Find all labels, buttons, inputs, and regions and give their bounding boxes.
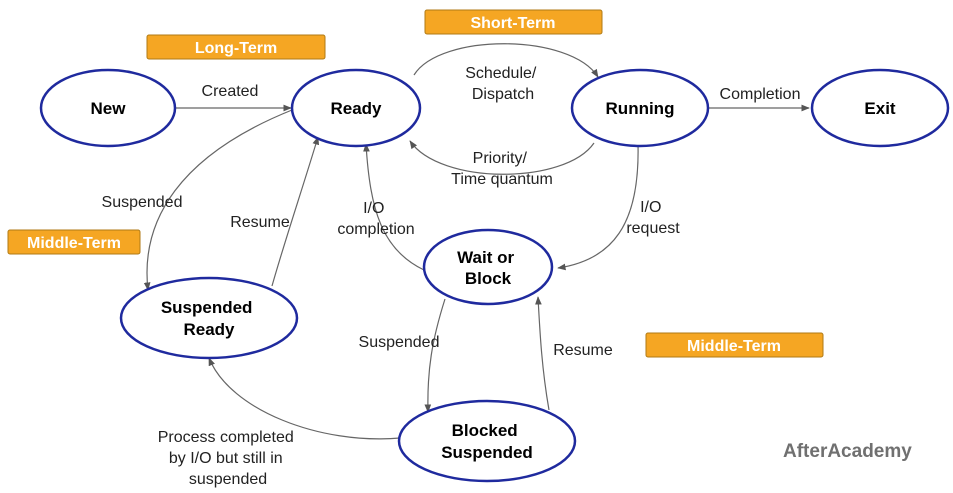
label-created: Created [202,83,259,100]
node-new-shape [39,68,177,148]
node-exit-label: Exit [864,99,896,118]
node-ready-label: Ready [330,99,382,118]
tag-short-term-label: Short-Term [470,15,555,32]
node-new-label: New [91,99,127,118]
tag-middle-term-left-box [7,229,141,255]
tag-middle-term-right: Middle-Term [645,332,824,358]
node-suspended-ready: Suspended Ready [119,276,299,360]
node-blocked-suspended: Blocked Suspended [397,399,577,483]
edge-schedule-dispatch [413,43,599,78]
node-suspended-ready-label: Suspended Ready [161,298,257,339]
label-completion: Completion [720,86,801,103]
node-exit: Exit [810,68,950,148]
tag-middle-term-right-label: Middle-Term [687,338,781,355]
label-process-completed: Process completed by I/O but still in su… [158,429,299,488]
tag-long-term-label: Long-Term [195,40,277,57]
node-running: Running [570,68,710,148]
label-resume-left: Resume [230,214,290,231]
label-suspended-mid: Suspended [359,334,440,351]
node-blocked-suspended-label: Blocked Suspended [441,421,533,462]
tag-middle-term-left-label: Middle-Term [27,235,121,252]
edge-suspended-left [143,109,293,291]
edge-io-request [557,143,639,271]
node-ready: Ready [290,68,422,148]
edge-resume-left [271,136,320,287]
node-running-shape [570,68,710,148]
edge-priority-time-quantum [409,140,595,175]
tag-long-term-box [146,34,326,60]
label-schedule-dispatch: Schedule/ Dispatch [465,65,541,103]
label-io-request: I/O request [626,199,680,237]
node-wait-block-shape [422,228,554,306]
label-resume-right: Resume [553,342,613,359]
label-suspended-left: Suspended [102,194,183,211]
node-new: New [39,68,177,148]
node-blocked-suspended-shape [397,399,577,483]
tag-long-term: Long-Term [146,34,326,60]
edge-process-completed [208,357,401,440]
node-wait-block-label: Wait or Block [457,248,519,288]
edge-resume-right [535,296,550,411]
brand-watermark: AfterAcademy [783,441,912,462]
label-io-completion: I/O completion [337,200,414,238]
tag-short-term-box [424,9,603,35]
node-wait-block: Wait or Block [422,228,554,306]
tag-middle-term-right-box [645,332,824,358]
edge-labels: Created Schedule/ Dispatch Priority/ Tim… [102,65,801,488]
node-suspended-ready-shape [119,276,299,360]
label-priority-time-quantum: Priority/ Time quantum [451,150,553,188]
edge-io-completion [363,143,425,271]
edge-suspended-mid [424,298,446,413]
node-exit-shape [810,68,950,148]
node-ready-shape [290,68,422,148]
edges [143,43,810,440]
tag-short-term: Short-Term [424,9,603,35]
tag-middle-term-left: Middle-Term [7,229,141,255]
node-running-label: Running [606,99,675,118]
